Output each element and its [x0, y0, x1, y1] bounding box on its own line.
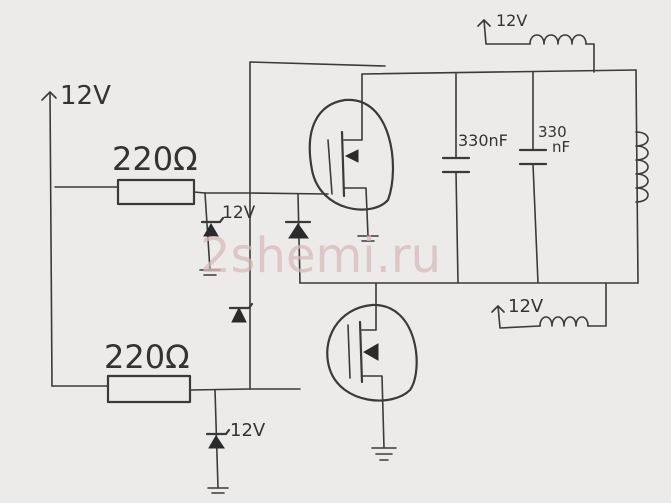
- wire-top-to-mosfet: [249, 61, 386, 67]
- label-12v-top: 12V: [496, 11, 527, 30]
- wire-gate-upper: [249, 192, 329, 195]
- label-capacitor-c2-value: 330: [538, 123, 567, 141]
- wire-r1-out: [193, 191, 206, 194]
- mosfet-q1-gate: [327, 139, 333, 195]
- supply-left: [41, 91, 109, 387]
- mosfet-q1-ground: [357, 235, 379, 242]
- zener-z2: [205, 389, 231, 494]
- cross-coupling: [204, 61, 386, 390]
- supply-top-wire: [483, 19, 531, 45]
- label-capacitor-c2-unit: nF: [552, 138, 570, 156]
- inductor-top: [477, 19, 595, 73]
- zener-z2-ground: [207, 487, 229, 494]
- resistor-r2-body: [106, 374, 192, 404]
- resistor-r1: [54, 178, 206, 206]
- supply-left-rail: [49, 91, 53, 387]
- zener-z1-ground: [199, 269, 221, 276]
- mosfet-q1-leads: [343, 73, 369, 237]
- label-zener-z2: 12V: [230, 420, 266, 441]
- capacitor-c2: [518, 71, 548, 284]
- inductor-bottom-coils: [539, 316, 589, 327]
- label-r1: 220Ω: [112, 140, 198, 178]
- supply-left-arrow: [41, 91, 57, 101]
- supply-top-arrow: [477, 19, 491, 27]
- wire-top-bus: [361, 69, 637, 75]
- diode-mid-triangle: [231, 306, 247, 323]
- mosfet-q2-channel: [358, 320, 364, 384]
- wire-r2-out: [189, 388, 251, 391]
- mosfet-q2-ground: [371, 447, 397, 461]
- capacitor-c1: [441, 73, 471, 284]
- zener-z2-triangle: [208, 435, 225, 449]
- inductor-right: [635, 131, 649, 203]
- inductor-bottom-to-bus: [587, 282, 607, 327]
- mosfet-q1-channel: [340, 130, 346, 198]
- zener-z1: [199, 192, 225, 276]
- mosfet-q2-leads: [361, 282, 385, 449]
- label-12v-bottom: 12V: [508, 296, 544, 317]
- zener-z1-triangle: [203, 223, 219, 237]
- watermark: 2shemi.ru: [200, 228, 441, 284]
- zener-z1-bar: [200, 216, 225, 224]
- capacitor-c1-plates: [441, 156, 471, 174]
- inductor-right-coils: [635, 131, 649, 203]
- label-12v-left: 12V: [60, 81, 111, 111]
- mosfet-q1: [308, 73, 394, 242]
- inductor-bottom: [491, 282, 607, 329]
- mosfet-q2-arrow: [362, 343, 379, 361]
- wire-right-rail: [635, 69, 639, 284]
- supply-bottom-wire: [497, 305, 541, 329]
- capacitor-c1-leads: [455, 73, 459, 284]
- capacitor-c2-leads: [532, 71, 539, 284]
- mosfet-q2-gate: [347, 324, 351, 379]
- zener-z2-bar: [205, 428, 231, 436]
- top-bus: [299, 69, 639, 284]
- label-zener-z1: 12V: [222, 203, 256, 223]
- mosfet-q1-circle: [308, 98, 394, 211]
- mosfet-q1-arrow: [344, 149, 359, 163]
- diode-d3-triangle: [288, 223, 309, 239]
- inductor-top-to-bus: [585, 43, 595, 73]
- label-capacitor-c1: 330nF: [458, 131, 508, 150]
- capacitor-c2-plates: [518, 148, 548, 166]
- mosfet-q2-circle: [326, 303, 418, 402]
- resistor-r2: [106, 374, 251, 404]
- inductor-top-coils: [529, 34, 587, 45]
- diode-d3: [284, 193, 312, 284]
- supply-bottom-arrow: [491, 305, 505, 313]
- mosfet-q2: [249, 282, 418, 461]
- diode-mid-bar: [228, 302, 254, 310]
- label-r2: 220Ω: [104, 338, 190, 376]
